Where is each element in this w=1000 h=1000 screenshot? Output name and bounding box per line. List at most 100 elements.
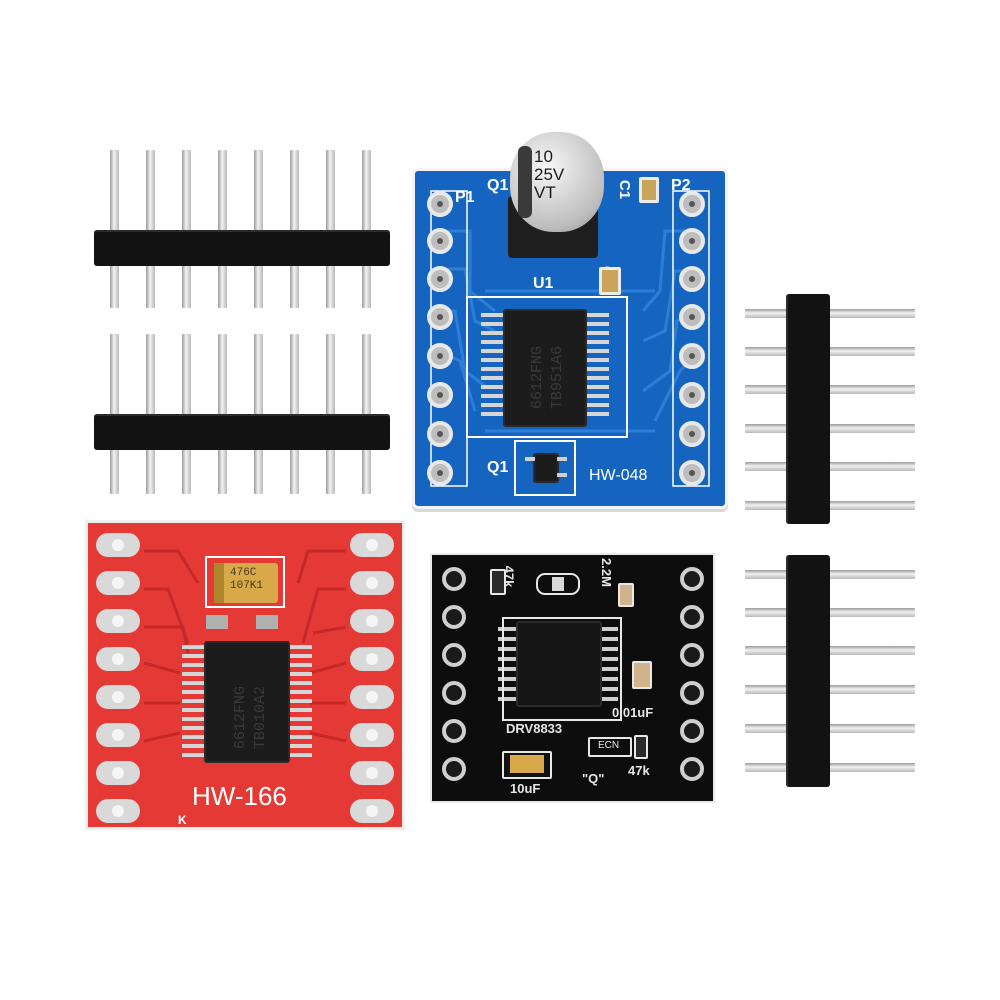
pin-pad bbox=[427, 191, 453, 217]
tantalum-capacitor bbox=[510, 755, 544, 773]
pin-pad bbox=[427, 228, 453, 254]
label-r3: 47k bbox=[628, 763, 650, 778]
pin-pad bbox=[442, 757, 466, 781]
transistor-leg bbox=[557, 473, 567, 477]
label-r2: 2.2M bbox=[598, 558, 614, 587]
pin-pad bbox=[442, 681, 466, 705]
pin-pad bbox=[679, 228, 705, 254]
header-plastic-bar bbox=[94, 230, 390, 266]
board-model-label: HW-048 bbox=[589, 467, 648, 484]
label-c-bottom: 10uF bbox=[510, 781, 541, 796]
pin-pad bbox=[96, 647, 140, 671]
tantalum-marking-line-2: 107K1 bbox=[230, 580, 264, 592]
red-driver-board: 476C 107K1 TB010A2 6612FNG HW-166 K bbox=[85, 520, 405, 830]
tantalum-outline bbox=[502, 751, 552, 779]
pin-pad bbox=[680, 719, 704, 743]
pin-pad bbox=[96, 723, 140, 747]
pin-pad bbox=[679, 266, 705, 292]
header-pin bbox=[290, 150, 299, 308]
pin-pad bbox=[442, 719, 466, 743]
transistor-leg bbox=[557, 457, 567, 461]
pin-pad bbox=[442, 567, 466, 591]
pin-pad bbox=[427, 266, 453, 292]
pin-pad bbox=[680, 757, 704, 781]
chip-marking-line-2: 6612FNG bbox=[232, 685, 249, 749]
header-pin bbox=[745, 347, 915, 356]
header-pin bbox=[745, 462, 915, 471]
pin-pad bbox=[96, 609, 140, 633]
pin-pad bbox=[350, 723, 394, 747]
header-pin bbox=[110, 150, 119, 308]
header-pin bbox=[745, 309, 915, 318]
board-model-label: HW-166 bbox=[192, 781, 287, 811]
pin-pad bbox=[96, 685, 140, 709]
board-model-label: DRV8833 bbox=[506, 721, 563, 736]
header-pin bbox=[745, 501, 915, 510]
label-q: "Q" bbox=[582, 771, 605, 786]
header-pin bbox=[745, 570, 915, 579]
chip-marking-line-1: TB010A2 bbox=[252, 685, 269, 749]
header-pin bbox=[146, 150, 155, 308]
capacitor-voltage: 25V bbox=[534, 165, 565, 184]
tantalum-marking: 476C 107K1 bbox=[230, 567, 263, 593]
ic-legs bbox=[498, 627, 618, 701]
pin-pad bbox=[350, 571, 394, 595]
smd-resistor bbox=[490, 569, 506, 595]
header-pin bbox=[362, 150, 371, 308]
header-pin bbox=[254, 150, 263, 308]
motor-driver-ic: TB010A2 6612FNG bbox=[204, 641, 290, 763]
pin-pad bbox=[679, 382, 705, 408]
header-plastic-bar bbox=[786, 294, 830, 524]
pin-pad bbox=[350, 609, 394, 633]
pin-pad bbox=[350, 799, 394, 823]
pin-pad bbox=[427, 460, 453, 486]
capacitor-series: VT bbox=[534, 183, 556, 202]
header-pin bbox=[745, 646, 915, 655]
transistor-q1 bbox=[533, 453, 559, 483]
label-q1-bottom: Q1 bbox=[487, 459, 509, 476]
tantalum-capacitor: 476C 107K1 bbox=[214, 563, 278, 603]
header-pin bbox=[745, 608, 915, 617]
capacitor-value: 10 bbox=[534, 147, 553, 166]
header-pin bbox=[745, 724, 915, 733]
label-q1-top: Q1 bbox=[487, 177, 509, 194]
label-c-top: 0.01uF bbox=[612, 705, 654, 720]
smd-capacitor bbox=[632, 661, 652, 689]
tantalum-stripe bbox=[214, 563, 224, 603]
label-p1: P1 bbox=[455, 189, 475, 206]
pin-pad bbox=[680, 567, 704, 591]
pin-pad bbox=[350, 761, 394, 785]
ecn-component: ECN bbox=[588, 737, 632, 757]
tantalum-marking-line-1: 476C bbox=[230, 567, 257, 579]
pin-pad bbox=[96, 761, 140, 785]
pin-pad bbox=[427, 304, 453, 330]
label-u1: U1 bbox=[533, 275, 554, 292]
pin-pad bbox=[427, 421, 453, 447]
pin-pad bbox=[679, 460, 705, 486]
pin-pad bbox=[679, 304, 705, 330]
pin-pad bbox=[680, 681, 704, 705]
status-led bbox=[536, 573, 580, 595]
smd-capacitor bbox=[639, 177, 659, 203]
capacitor-label: 10 25V VT bbox=[534, 148, 564, 202]
ic-legs bbox=[182, 645, 312, 757]
pin-pad bbox=[679, 191, 705, 217]
pin-pad bbox=[96, 799, 140, 823]
header-pin bbox=[745, 763, 915, 772]
header-plastic-bar bbox=[94, 414, 390, 450]
pin-pad bbox=[680, 605, 704, 629]
pin-pad bbox=[427, 343, 453, 369]
header-pin bbox=[745, 685, 915, 694]
pin-pad bbox=[96, 571, 140, 595]
label-p2: P2 bbox=[671, 177, 691, 194]
pin-pad bbox=[679, 421, 705, 447]
pin-pad bbox=[427, 382, 453, 408]
motor-driver-ic bbox=[516, 621, 602, 707]
led-die bbox=[552, 577, 564, 591]
capacitor-polarity-stripe bbox=[518, 146, 532, 218]
pin-pad bbox=[442, 605, 466, 629]
pin-pad bbox=[679, 343, 705, 369]
header-pin bbox=[326, 150, 335, 308]
label-r1: 47k bbox=[501, 565, 517, 588]
red-board-traces bbox=[143, 549, 347, 743]
